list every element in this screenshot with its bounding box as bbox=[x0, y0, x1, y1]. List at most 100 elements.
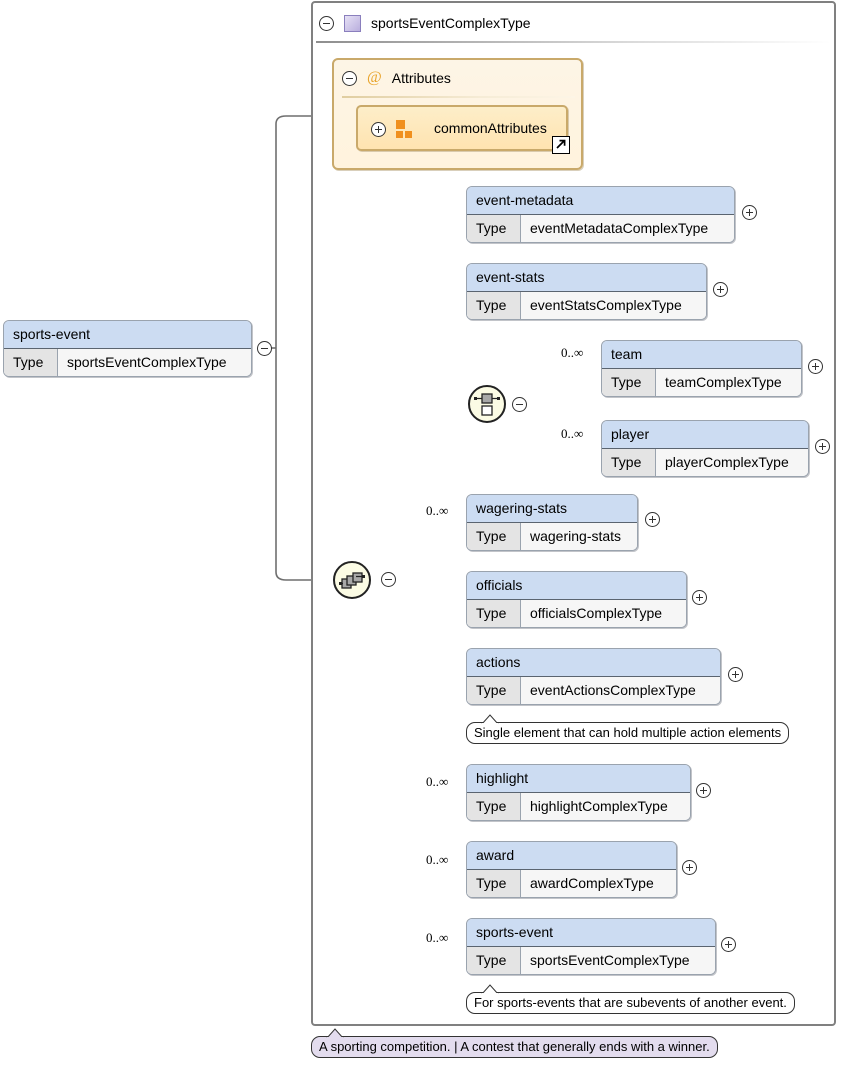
occurs-label-highlight: 0..∞ bbox=[426, 774, 449, 789]
sequence-collapse-toggle[interactable] bbox=[381, 572, 396, 587]
annotation-actions: Single element that can hold multiple ac… bbox=[466, 714, 790, 744]
element-name: highlight bbox=[467, 765, 690, 793]
root-element-type-value: sportsEventComplexType bbox=[58, 349, 251, 376]
element-name: actions bbox=[467, 649, 720, 677]
element-expand-toggle-actions[interactable] bbox=[728, 667, 743, 682]
element-name: wagering-stats bbox=[467, 495, 637, 523]
element-type-value: teamComplexType bbox=[656, 369, 801, 396]
sequence-compositor-icon[interactable] bbox=[333, 561, 371, 599]
element-expand-toggle-sports-event-sub[interactable] bbox=[721, 937, 736, 952]
type-key-label: Type bbox=[467, 600, 521, 627]
element-name: officials bbox=[467, 572, 686, 600]
element-name: event-metadata bbox=[467, 187, 734, 215]
element-node-team[interactable]: team Type teamComplexType bbox=[601, 340, 802, 397]
occurs-label-award: 0..∞ bbox=[426, 852, 449, 867]
attributes-header: @ Attributes bbox=[334, 64, 581, 92]
element-node-player[interactable]: player Type playerComplexType bbox=[601, 420, 809, 477]
attributes-collapse-toggle[interactable] bbox=[342, 70, 357, 86]
element-name: award bbox=[467, 842, 676, 870]
element-type-value: officialsComplexType bbox=[521, 600, 686, 627]
attribute-expand-toggle[interactable] bbox=[371, 122, 386, 137]
element-node-sports-event-sub[interactable]: sports-event Type sportsEventComplexType bbox=[466, 918, 716, 975]
type-key-label: Type bbox=[467, 677, 521, 704]
element-node-officials[interactable]: officials Type officialsComplexType bbox=[466, 571, 687, 628]
element-expand-toggle-wagering-stats[interactable] bbox=[645, 512, 660, 527]
annotation-text: For sports-events that are subevents of … bbox=[474, 995, 787, 1010]
element-node-event-stats[interactable]: event-stats Type eventStatsComplexType bbox=[466, 263, 707, 320]
callout-tail bbox=[326, 1028, 344, 1039]
attributes-divider bbox=[342, 96, 575, 98]
complextype-collapse-toggle[interactable] bbox=[319, 15, 334, 31]
element-expand-toggle-team[interactable] bbox=[808, 359, 823, 374]
callout-tail bbox=[481, 984, 499, 995]
element-node-highlight[interactable]: highlight Type highlightComplexType bbox=[466, 764, 691, 821]
element-type-row: Type playerComplexType bbox=[602, 449, 808, 476]
element-type-value: eventActionsComplexType bbox=[521, 677, 720, 704]
attributes-panel: @ Attributes commonAttributes bbox=[332, 58, 583, 170]
element-type-value: sportsEventComplexType bbox=[521, 947, 715, 974]
element-node-event-metadata[interactable]: event-metadata Type eventMetadataComplex… bbox=[466, 186, 735, 243]
element-type-value: awardComplexType bbox=[521, 870, 676, 897]
callout-tail bbox=[481, 714, 499, 725]
element-type-row: Type teamComplexType bbox=[602, 369, 801, 396]
element-type-row: Type highlightComplexType bbox=[467, 793, 690, 820]
element-type-row: Type eventActionsComplexType bbox=[467, 677, 720, 704]
type-key-label: Type bbox=[602, 369, 656, 396]
complextype-header: sportsEventComplexType bbox=[311, 6, 836, 40]
element-name: event-stats bbox=[467, 264, 706, 292]
element-node-actions[interactable]: actions Type eventActionsComplexType bbox=[466, 648, 721, 705]
element-name: player bbox=[602, 421, 808, 449]
type-key-label: Type bbox=[467, 292, 521, 319]
attribute-group-icon bbox=[396, 120, 415, 139]
element-type-row: Type sportsEventComplexType bbox=[467, 947, 715, 974]
element-type-row: Type awardComplexType bbox=[467, 870, 676, 897]
type-key-label: Type bbox=[467, 215, 521, 242]
at-sign-icon: @ bbox=[367, 69, 382, 86]
element-expand-toggle-officials[interactable] bbox=[692, 590, 707, 605]
root-collapse-toggle[interactable] bbox=[257, 341, 272, 356]
element-type-row: Type eventStatsComplexType bbox=[467, 292, 706, 319]
element-node-wagering-stats[interactable]: wagering-stats Type wagering-stats bbox=[466, 494, 638, 551]
occurs-label-sports-event-sub: 0..∞ bbox=[426, 930, 449, 945]
element-type-row: Type wagering-stats bbox=[467, 523, 637, 550]
element-type-value: wagering-stats bbox=[521, 523, 637, 550]
element-expand-toggle-award[interactable] bbox=[682, 860, 697, 875]
element-expand-toggle-player[interactable] bbox=[815, 439, 830, 454]
element-type-row: Type eventMetadataComplexType bbox=[467, 215, 734, 242]
element-node-award[interactable]: award Type awardComplexType bbox=[466, 841, 677, 898]
choice-collapse-toggle[interactable] bbox=[512, 397, 527, 412]
root-element-type-row: Type sportsEventComplexType bbox=[4, 349, 251, 376]
element-type-value: eventMetadataComplexType bbox=[521, 215, 734, 242]
complextype-divider bbox=[316, 41, 831, 43]
element-type-row: Type officialsComplexType bbox=[467, 600, 686, 627]
element-type-value: playerComplexType bbox=[656, 449, 808, 476]
type-key-label: Type bbox=[467, 870, 521, 897]
occurs-label-wagering-stats: 0..∞ bbox=[426, 503, 449, 518]
attribute-group-label: commonAttributes bbox=[434, 120, 547, 136]
attribute-group-commonattributes[interactable]: commonAttributes bbox=[356, 105, 570, 154]
type-key-label: Type bbox=[467, 523, 521, 550]
element-name: team bbox=[602, 341, 801, 369]
element-name: sports-event bbox=[467, 919, 715, 947]
annotation-subevent: For sports-events that are subevents of … bbox=[466, 984, 795, 1014]
element-expand-toggle-event-stats[interactable] bbox=[713, 282, 728, 297]
occurs-label-player: 0..∞ bbox=[561, 426, 584, 441]
annotation-complextype: A sporting competition. | A contest that… bbox=[311, 1028, 718, 1058]
annotation-text: A sporting competition. | A contest that… bbox=[319, 1039, 710, 1054]
choice-compositor-icon[interactable] bbox=[468, 385, 506, 423]
occurs-label-team: 0..∞ bbox=[561, 345, 584, 360]
element-type-value: highlightComplexType bbox=[521, 793, 690, 820]
element-type-value: eventStatsComplexType bbox=[521, 292, 706, 319]
element-expand-toggle-event-metadata[interactable] bbox=[742, 205, 757, 220]
type-key-label: Type bbox=[467, 947, 521, 974]
external-link-icon[interactable] bbox=[552, 136, 570, 154]
complextype-glyph-icon bbox=[344, 14, 361, 32]
complextype-title: sportsEventComplexType bbox=[371, 15, 531, 31]
type-key-label: Type bbox=[467, 793, 521, 820]
type-key-label: Type bbox=[4, 349, 58, 376]
root-element-node[interactable]: sports-event Type sportsEventComplexType bbox=[3, 320, 252, 377]
annotation-text: Single element that can hold multiple ac… bbox=[474, 725, 782, 740]
element-expand-toggle-highlight[interactable] bbox=[696, 783, 711, 798]
root-element-name: sports-event bbox=[4, 321, 251, 349]
